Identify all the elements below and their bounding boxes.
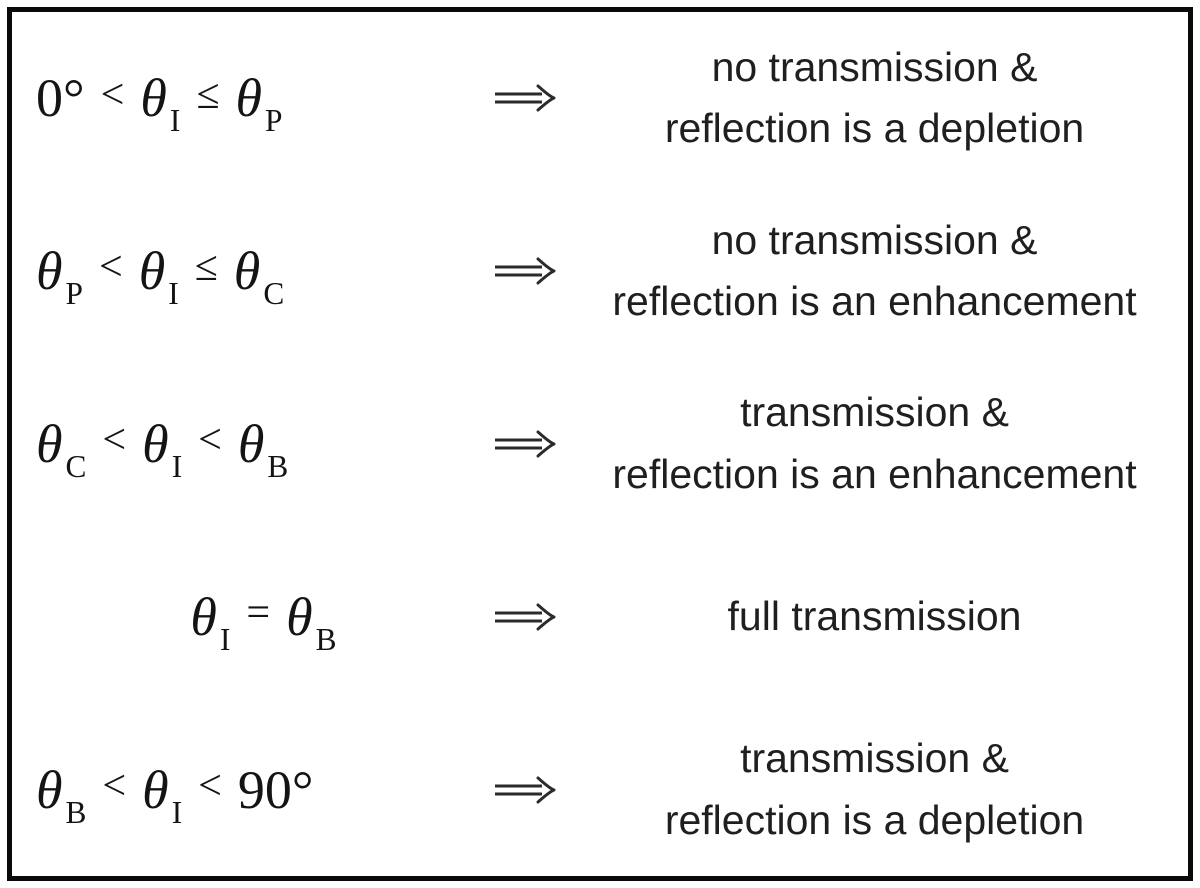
formula-base: ≤ (194, 243, 218, 291)
formula-base: θ (36, 759, 63, 820)
description-line: full transmission (727, 593, 1022, 640)
condition-row-3: θC < θI < θB transmission & reflection i… (12, 358, 1188, 531)
formula-base: θ (237, 413, 265, 474)
ninety-degrees: 90° (238, 759, 314, 821)
formula-base: θ (36, 241, 63, 302)
formula-zone: θP < θI ≤ θC (12, 240, 557, 311)
implies-arrow-icon (491, 256, 557, 286)
formula-subscript: B (65, 794, 87, 830)
description: no transmission & reflection is a deplet… (557, 37, 1188, 160)
zero-degrees: 0° (36, 67, 85, 129)
formula-base: θ (138, 241, 166, 302)
formula-subscript: P (264, 103, 283, 139)
leq-operator: ≤ (195, 242, 218, 291)
formula-base: θ (140, 68, 167, 129)
theta-B-token: θB (286, 586, 336, 657)
formula-base: 0° (36, 68, 85, 129)
implies-arrow-icon (491, 83, 557, 113)
description-line: reflection is a depletion (664, 105, 1085, 152)
formula-base: < (102, 416, 127, 464)
description-line: reflection is a depletion (664, 796, 1085, 843)
description: transmission & reflection is a depletion (557, 728, 1188, 851)
description: transmission & reflection is an enhancem… (557, 382, 1188, 505)
formula-base: < (102, 761, 127, 809)
formula-base: ≤ (196, 70, 220, 118)
less-than-operator: < (102, 761, 126, 810)
condition-row-4: θI = θB full transmission (12, 530, 1188, 703)
formula-base: < (198, 416, 222, 464)
condition-row-1: 0° < θI ≤ θP no transmission & reflectio… (12, 12, 1188, 185)
leq-operator: ≤ (196, 70, 219, 119)
description: no transmission & reflection is an enhan… (557, 210, 1188, 333)
formula-5: θB < θI < 90° (36, 759, 491, 830)
formula-subscript: I (169, 103, 181, 139)
condition-row-2: θP < θI ≤ θC no transmission & reflectio… (12, 185, 1188, 358)
less-than-operator: < (102, 415, 126, 464)
formula-zone: θB < θI < 90° (12, 759, 557, 830)
theta-B-token: θB (36, 759, 86, 830)
formula-subscript: C (263, 276, 285, 312)
theta-I-token: θI (142, 759, 182, 830)
theta-P-token: θP (36, 240, 83, 311)
formula-subscript: C (65, 449, 87, 485)
implies-arrow-icon (491, 429, 557, 459)
formula-zone: θC < θI < θB (12, 413, 557, 484)
formula-base: θ (142, 759, 169, 820)
formula-base: < (98, 243, 123, 291)
theta-I-token: θI (140, 67, 180, 138)
implies-arrow-icon (491, 602, 557, 632)
formula-subscript: B (267, 449, 289, 485)
formula-3: θC < θI < θB (36, 413, 491, 484)
theta-B-token: θB (237, 413, 288, 484)
description: full transmission (557, 586, 1188, 648)
description-line: transmission & (740, 389, 1009, 436)
description-line: reflection is an enhancement (612, 278, 1137, 325)
formula-4: θI = θB (36, 586, 491, 657)
formula-base: < (100, 70, 125, 118)
formula-subscript: B (315, 621, 337, 657)
less-than-operator: < (198, 761, 222, 810)
theta-I-token: θI (142, 413, 182, 484)
formula-base: θ (142, 413, 169, 474)
formula-subscript: I (219, 621, 231, 657)
description-line: reflection is an enhancement (612, 450, 1137, 497)
formula-2: θP < θI ≤ θC (36, 240, 491, 311)
theta-C-token: θC (233, 240, 284, 311)
formula-base: θ (36, 413, 63, 474)
implies-arrow-icon (491, 775, 557, 805)
formula-base: θ (190, 586, 217, 647)
formula-zone: 0° < θI ≤ θP (12, 67, 557, 138)
formula-base: 90° (237, 759, 314, 820)
theta-I-token: θI (138, 240, 179, 311)
formula-zone: θI = θB (12, 586, 557, 657)
formula-base: < (198, 761, 222, 809)
formula-subscript: I (168, 276, 179, 312)
formula-base: θ (233, 241, 261, 302)
formula-1: 0° < θI ≤ θP (36, 67, 491, 138)
description-line: no transmission & (711, 43, 1038, 90)
figure-frame: 0° < θI ≤ θP no transmission & reflectio… (7, 7, 1193, 881)
less-than-operator: < (198, 415, 222, 464)
theta-C-token: θC (36, 413, 86, 484)
condition-row-5: θB < θI < 90° transmission & reflection … (12, 703, 1188, 876)
formula-base: = (246, 589, 271, 637)
formula-subscript: I (171, 794, 183, 830)
less-than-operator: < (101, 70, 125, 119)
less-than-operator: < (99, 242, 123, 291)
theta-I-token: θI (190, 586, 230, 657)
description-line: no transmission & (711, 216, 1038, 263)
formula-subscript: P (65, 276, 83, 312)
formula-base: θ (286, 586, 313, 647)
formula-base: θ (235, 68, 262, 129)
theta-P-token: θP (235, 67, 282, 138)
equals-operator: = (246, 588, 270, 637)
formula-subscript: I (171, 449, 183, 485)
description-line: transmission & (740, 735, 1009, 782)
